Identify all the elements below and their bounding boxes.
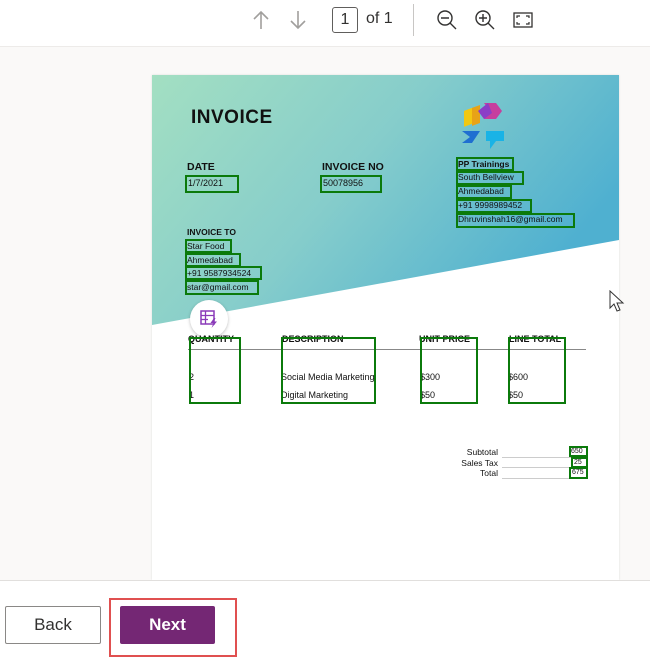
- page-count-label: of 1: [366, 10, 393, 27]
- page-number-input[interactable]: 1: [332, 7, 358, 33]
- field-detection-box: [456, 171, 524, 185]
- row-1-line-total: $600: [508, 372, 529, 382]
- company-name: PP Trainings: [458, 159, 510, 169]
- table-header-rule: [188, 349, 586, 350]
- summary-rule: [502, 457, 587, 458]
- field-detection-box: [456, 199, 532, 213]
- ai-builder-badge[interactable]: [190, 300, 228, 338]
- arrow-down-icon[interactable]: [286, 8, 310, 32]
- date-value: 1/7/2021: [188, 178, 224, 188]
- col-header-line-total: LINE TOTAL: [509, 334, 562, 344]
- mouse-cursor-icon: [609, 290, 625, 312]
- row-1-unit-price: $300: [420, 372, 441, 382]
- customer-email: star@gmail.com: [187, 282, 249, 292]
- row-2-line-total: $50: [508, 390, 524, 400]
- field-detection-box: [320, 175, 382, 193]
- next-button-highlight: [109, 598, 237, 657]
- customer-city: Ahmedabad: [187, 255, 233, 265]
- row-2-quantity: 1: [189, 390, 195, 400]
- col-header-description: DESCRIPTION: [282, 334, 344, 344]
- customer-phone: +91 9587934524: [187, 268, 252, 278]
- viewer-toolbar: 1 of 1: [0, 0, 650, 47]
- zoom-in-icon[interactable]: [473, 8, 497, 32]
- field-detection-box: [185, 280, 259, 295]
- field-detection-box: [456, 185, 512, 199]
- form-processing-icon: [200, 310, 217, 328]
- col-header-unit-price: UNIT PRICE: [419, 334, 471, 344]
- invoice-to-label: INVOICE TO: [187, 227, 236, 237]
- toolbar-divider: [413, 4, 414, 36]
- invoice-no-label: INVOICE NO: [322, 161, 384, 173]
- date-label: DATE: [187, 161, 215, 173]
- invoice-title: INVOICE: [191, 107, 273, 128]
- field-detection-box: [185, 239, 232, 253]
- row-2-description: Digital Marketing: [281, 390, 349, 400]
- subtotal-label: Subtotal: [466, 447, 498, 457]
- field-detection-box: [185, 175, 239, 193]
- sales-tax-label: Sales Tax: [461, 458, 498, 468]
- subtotal-value: 650: [571, 448, 583, 455]
- row-1-description: Social Media Marketing: [281, 372, 375, 382]
- row-1-quantity: 2: [189, 372, 195, 382]
- total-label: Total: [480, 468, 498, 478]
- column-detection-box: [420, 337, 478, 404]
- field-detection-box: [569, 446, 588, 457]
- invoice-page: INVOICE DATE 1/7/2021 INVOICE NO 5007895…: [152, 75, 619, 580]
- field-detection-box: [456, 157, 514, 171]
- total-value: 675: [572, 469, 584, 476]
- zoom-out-icon[interactable]: [435, 8, 459, 32]
- field-detection-box: [185, 253, 241, 267]
- summary-rule: [502, 467, 587, 468]
- document-viewer: INVOICE DATE 1/7/2021 INVOICE NO 5007895…: [0, 47, 650, 580]
- column-detection-box: [189, 337, 241, 404]
- fit-screen-icon[interactable]: [511, 8, 535, 32]
- company-email: Dhruvinshah16@gmail.com: [458, 214, 563, 224]
- field-detection-box: [185, 266, 262, 280]
- sales-tax-value: 25: [574, 459, 582, 466]
- back-button[interactable]: Back: [5, 606, 101, 644]
- company-phone: +91 9998989452: [458, 200, 523, 210]
- next-button[interactable]: Next: [120, 606, 215, 644]
- field-detection-box: [456, 213, 575, 228]
- company-city: Ahmedabad: [458, 186, 504, 196]
- column-detection-box: [281, 337, 376, 404]
- power-platform-logo: [462, 103, 504, 149]
- summary-rule: [502, 478, 587, 479]
- field-detection-box: [569, 467, 588, 479]
- arrow-up-icon[interactable]: [249, 8, 273, 32]
- customer-name: Star Food: [187, 241, 225, 251]
- row-2-unit-price: $50: [420, 390, 436, 400]
- col-header-quantity: QUANTITY: [188, 334, 234, 344]
- invoice-no-value: 50078956: [323, 178, 364, 188]
- column-detection-box: [508, 337, 566, 404]
- wizard-footer: Back Next: [0, 580, 650, 665]
- company-street: South Bellview: [458, 172, 514, 182]
